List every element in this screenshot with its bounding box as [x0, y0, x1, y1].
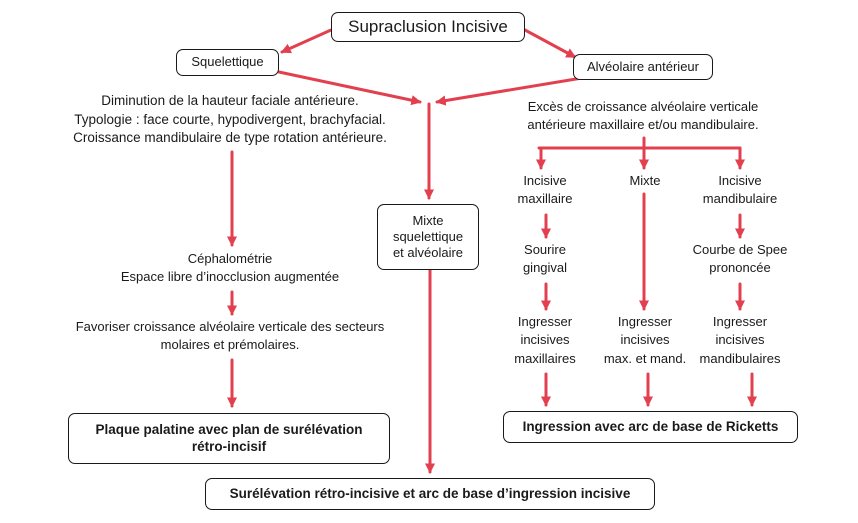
column-action-line: Ingresser [517, 314, 573, 329]
skeletal-strategy: Favoriser croissance alvéolaire vertical… [20, 318, 440, 355]
column-action-line: maxillaires [514, 350, 576, 366]
mixte-title: Mixte [590, 172, 700, 190]
skeletal-strategy-line: molaires et prémolaires. [160, 337, 300, 353]
incisive-mandibulaire-title: Incisive mandibulaire [685, 172, 795, 209]
column-title-line: Mixte [629, 173, 661, 188]
skeletal-description-line: Diminution de la hauteur faciale antérie… [101, 93, 359, 108]
incisive-maxillaire-title: Incisive maxillaire [490, 172, 600, 209]
ingresser-max-mand-action: Ingresser incisives max. et mand. [590, 313, 700, 368]
column-action-line: mandibulaires [699, 350, 781, 366]
column-sign-line: gingival [522, 260, 568, 276]
skeletal-diagnosis-line: Céphalométrie [187, 251, 273, 266]
final-treatment-box: Surélévation rétro-incisive et arc de ba… [205, 478, 655, 510]
mixed-label-line: squelettique [392, 228, 464, 244]
column-sign-line: Sourire [524, 242, 566, 257]
skeletal-diagnosis: Céphalométrie Espace libre d’inocclusion… [70, 250, 390, 287]
ingresser-mandibulaires-action: Ingresser incisives mandibulaires [685, 313, 795, 368]
skeletal-description-line: Typologie : face courte, hypodivergent, … [74, 111, 386, 127]
alveolar-description: Excès de croissance alvéolaire verticale… [478, 98, 808, 135]
column-sign-line: Courbe de Spee [692, 242, 788, 257]
arrow-root-to-alveolaire [523, 28, 577, 59]
alveolar-description-line: antérieure maxillaire et/ou mandibulaire… [527, 117, 759, 133]
root-label: Supraclusion Incisive [348, 17, 508, 37]
column-action-line: incisives [520, 332, 570, 348]
column-title-line: maxillaire [517, 191, 573, 207]
skeletal-treatment-line: Plaque palatine avec plan de surélévatio… [95, 421, 363, 437]
courbe-de-spee-sign: Courbe de Spee prononcée [680, 241, 800, 278]
alveolar-treatment-label: Ingression avec arc de base de Ricketts [522, 418, 779, 434]
alveolaire-anterieur-label: Alvéolaire antérieur [586, 58, 699, 74]
squelettique-box: Squelettique [176, 49, 279, 76]
skeletal-treatment-box: Plaque palatine avec plan de surélévatio… [68, 413, 390, 464]
skeletal-description: Diminution de la hauteur faciale antérie… [30, 92, 430, 148]
mixed-label-line: et alvéolaire [392, 245, 464, 261]
skeletal-diagnosis-line: Espace libre d’inocclusion augmentée [120, 269, 340, 285]
column-action-line: incisives [620, 332, 670, 348]
mixed-box: Mixte squelettique et alvéolaire [377, 204, 479, 270]
column-sign-line: prononcée [709, 260, 771, 276]
column-action-line: Ingresser [712, 314, 768, 329]
arrow-squelettique-to-mixed [277, 70, 422, 106]
column-action-line: max. et mand. [603, 350, 687, 366]
alveolar-treatment-box: Ingression avec arc de base de Ricketts [503, 411, 798, 443]
final-treatment-label: Surélévation rétro-incisive et arc de ba… [229, 485, 631, 501]
sourire-gingival-sign: Sourire gingival [490, 241, 600, 278]
skeletal-strategy-line: Favoriser croissance alvéolaire vertical… [75, 319, 385, 334]
squelettique-label: Squelettique [191, 54, 264, 70]
arrow-alveolaire-to-mixed [435, 76, 584, 106]
skeletal-description-line: Croissance mandibulaire de type rotation… [73, 130, 387, 146]
root-box: Supraclusion Incisive [331, 12, 525, 42]
column-title-line: Incisive [523, 173, 567, 188]
arrow-root-to-squelettique [280, 28, 333, 54]
alveolaire-anterieur-box: Alvéolaire antérieur [573, 54, 713, 80]
skeletal-treatment-line: rétro-incisif [191, 438, 267, 454]
column-action-line: incisives [715, 332, 765, 348]
alveolar-description-line: Excès de croissance alvéolaire verticale [527, 99, 759, 114]
ingresser-maxillaires-action: Ingresser incisives maxillaires [490, 313, 600, 368]
column-action-line: Ingresser [617, 314, 673, 329]
column-title-line: mandibulaire [702, 191, 778, 207]
mixed-label-line: Mixte [412, 212, 444, 228]
column-title-line: Incisive [718, 173, 762, 188]
